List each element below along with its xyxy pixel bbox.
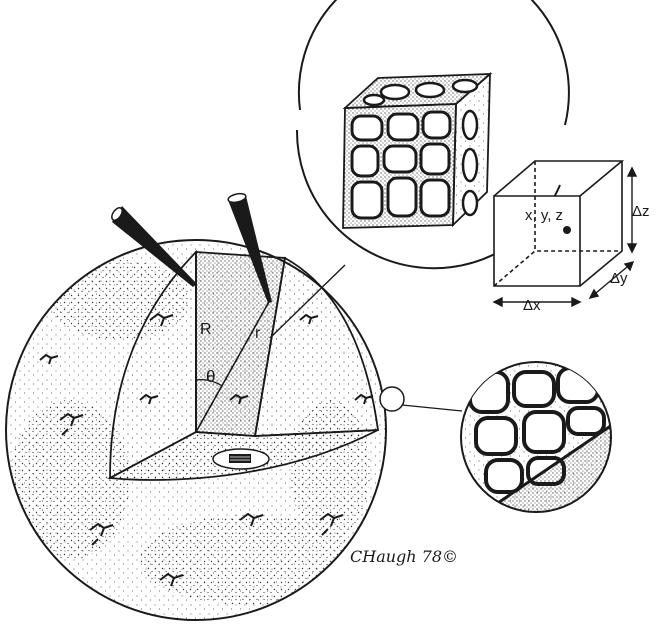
magnifier-surface	[380, 360, 612, 520]
label-delta-x: Δx	[523, 297, 541, 314]
label-xyz: x, y, z	[525, 207, 563, 224]
label-R: R	[200, 321, 212, 338]
floor-sample-patch	[213, 449, 269, 469]
artist-signature: CHaugh 78©	[350, 547, 458, 566]
sphere	[6, 240, 386, 620]
label-delta-z: Δz	[632, 203, 650, 220]
point-marker	[563, 226, 571, 234]
label-r: r	[255, 325, 261, 342]
tissue-cube	[343, 74, 490, 228]
label-theta: θ	[206, 367, 215, 386]
label-delta-y: Δy	[610, 270, 628, 287]
